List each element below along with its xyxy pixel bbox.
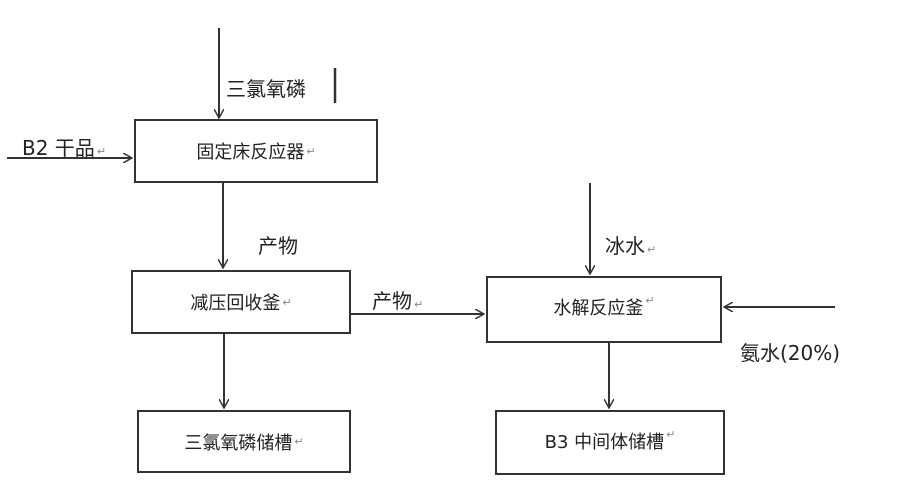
vacuum-recovery-kettle-label: 减压回收釜 [190,293,281,314]
ice-water-text: 冰水 [605,234,645,258]
b2-dry-input-label: B2 干品↵ [22,136,107,160]
pocl3-storage-tank-label: 三氯氧磷储槽 [184,432,293,454]
pocl3-text: 三氯氧磷 [226,77,306,101]
hydrolysis-kettle-box: 水解反应釜↵ [486,276,722,343]
ice-water-input-label: 冰水↵ [605,234,657,258]
b3-intermediate-tank-label: B3 中间体储槽 [544,432,665,453]
fixed-bed-reactor-label: 固定床反应器 [196,142,305,163]
b2-dry-text: B2 干品 [22,136,95,160]
product-label-2: 产物↵ [372,289,424,313]
b3-intermediate-tank-box: B3 中间体储槽↵ [495,410,725,475]
product-2-text: 产物 [372,289,412,313]
hydrolysis-kettle-label: 水解反应釜 [553,298,644,319]
fixed-bed-reactor-box: 固定床反应器↵ [134,119,378,183]
product-label-1: 产物 [258,234,298,258]
pocl3-input-label: 三氯氧磷 [226,73,306,102]
pocl3-storage-tank-box: 三氯氧磷储槽↵ [137,410,351,473]
ammonia-water-input-label: 氨水(20%) [740,341,841,365]
vacuum-recovery-kettle-box: 减压回收釜↵ [131,270,351,334]
